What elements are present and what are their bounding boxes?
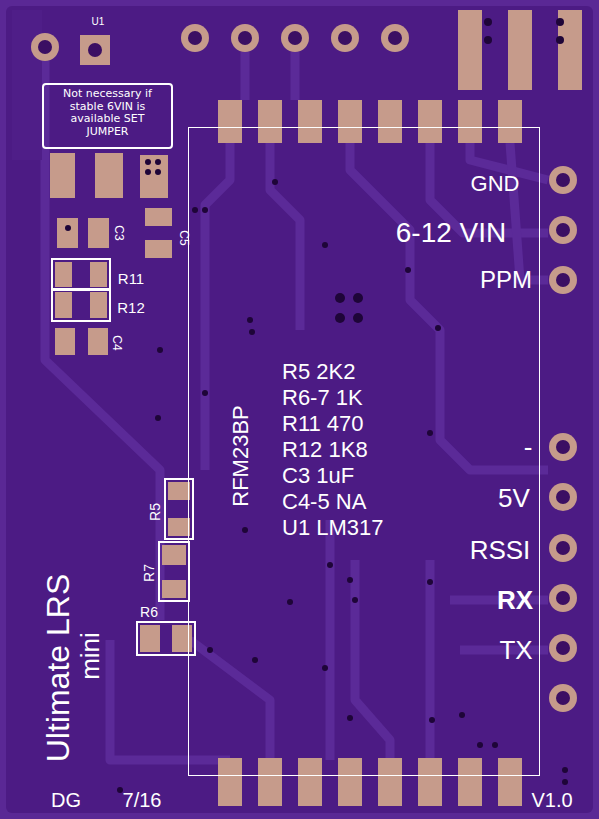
ref-designator: R6: [140, 605, 158, 619]
pin-label: RX: [497, 587, 533, 613]
ref-designator: R5: [148, 503, 162, 521]
ref-designator: C4: [111, 335, 123, 350]
board-subtitle: mini: [77, 632, 103, 680]
version-mark: V1.0: [531, 790, 572, 810]
ref-designator: C5: [178, 230, 190, 245]
pin-label: 5V: [498, 485, 530, 511]
copper-pour: [6, 6, 593, 813]
bom-line: R12 1K8: [282, 439, 368, 461]
bom-line: U1 LM317: [282, 517, 384, 539]
pin-label: TX: [499, 637, 532, 663]
pin-label: GND: [471, 173, 520, 195]
date-mark: 7/16: [123, 790, 162, 810]
pour-island: [12, 10, 42, 160]
board-title: Ultimate LRS: [42, 574, 74, 763]
ref-designator: R11: [118, 271, 144, 286]
vias: [65, 18, 568, 793]
bom-line: R5 2K2: [282, 361, 355, 383]
traces: [45, 52, 548, 760]
bom-line: R6-7 1K: [282, 387, 363, 409]
author-mark: DG: [51, 790, 81, 810]
pin-label: RSSI: [470, 537, 531, 563]
pin-label: 6-12 VIN: [396, 219, 507, 247]
pin-label: PPM: [480, 268, 532, 292]
bom-line: R11 470: [282, 413, 364, 435]
pin-label: -: [524, 434, 533, 460]
note-box: Not necessary if stable 6VIN is availabl…: [42, 83, 173, 149]
node-text: Not necessary if stable 6VIN is availabl…: [48, 88, 167, 139]
ref-designator: U1: [92, 17, 105, 27]
ref-designator: R12: [117, 300, 145, 315]
ref-designator: C3: [113, 225, 125, 240]
bom-line: C3 1uF: [282, 465, 354, 487]
node-text: RFM23BP: [230, 405, 252, 506]
pads: [50, 10, 582, 806]
ref-designator: R7: [142, 564, 156, 582]
bom-line: C4-5 NA: [282, 491, 366, 513]
